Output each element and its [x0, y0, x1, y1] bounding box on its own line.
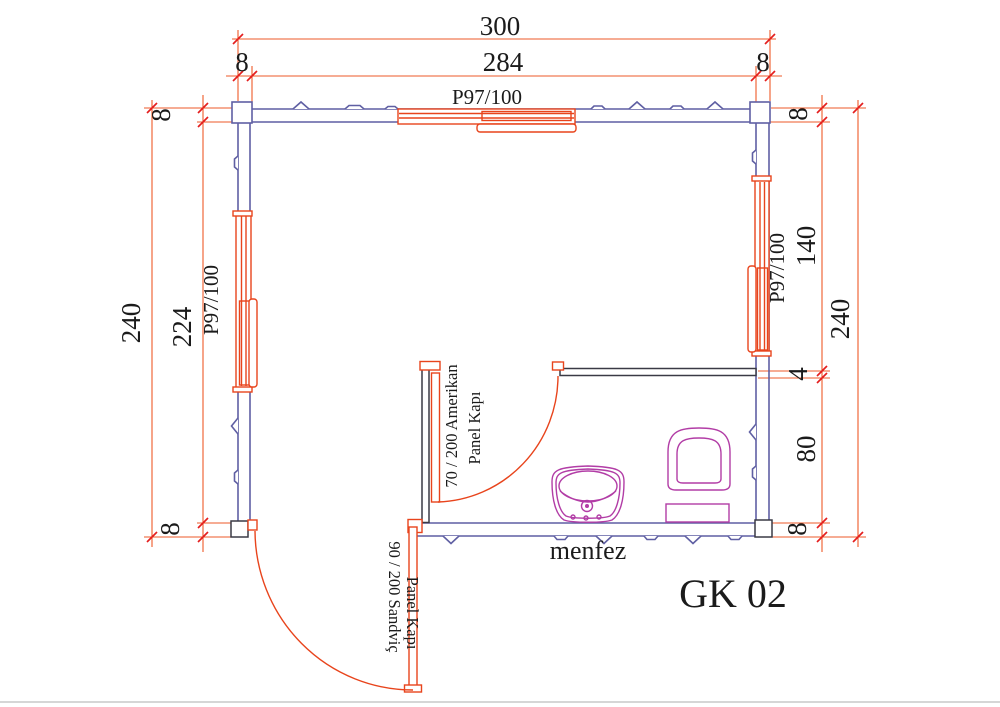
corner-post-bottom-right [754, 519, 773, 538]
window-top-label: P97/100 [452, 85, 522, 109]
window-left-label: P97/100 [199, 265, 223, 335]
dim-right-bathroom: 80 [791, 436, 821, 463]
dim-right-bottom-wall: 8 [782, 522, 812, 536]
interior-door-label-line1: 70 / 200 Amerikan [442, 364, 461, 487]
exterior-walls [230, 100, 773, 545]
dim-left-clear-span: 224 [167, 306, 197, 347]
dim-left-bottom-wall: 8 [155, 522, 185, 536]
window-right-label: P97/100 [765, 233, 789, 303]
exterior-door-strike-jamb [247, 519, 258, 531]
corner-post-top-left [231, 101, 253, 124]
toilet-bowl [667, 427, 731, 491]
exterior-door-label-line2: Panel Kapı [403, 577, 422, 650]
interior-door-label-line2: Panel Kapı [465, 391, 484, 464]
window-top: P97/100 [397, 85, 577, 133]
dim-top-overall: 300 [480, 11, 521, 41]
exterior-door-label-line1: 90 / 200 Sandviç [385, 541, 404, 652]
window-left: P97/100 [199, 210, 258, 393]
interior-partition [421, 367, 757, 524]
interior-door-leaf [430, 372, 441, 503]
interior-door-strike-jamb [551, 361, 565, 371]
dim-right-partition: 4 [783, 367, 813, 381]
dimension-lines-top: 300 8 284 8 [226, 11, 782, 107]
dim-top-left-wall: 8 [235, 47, 249, 77]
dimension-lines-left: 240 8 224 8 [116, 95, 249, 552]
dim-right-overall: 240 [825, 299, 855, 340]
dim-right-top-wall: 8 [783, 107, 813, 121]
dim-right-main-room: 140 [791, 226, 821, 267]
exterior-door-swing-arc [254, 530, 414, 691]
dim-left-top-wall: 8 [146, 108, 176, 122]
bottom-wall [414, 522, 755, 545]
toilet [665, 427, 731, 523]
window-right: P97/100 [747, 175, 789, 357]
dimension-lines-right: 8 140 4 80 8 240 [758, 95, 866, 552]
dim-top-clear-span: 284 [483, 47, 524, 77]
interior-door-hinge-jamb [419, 360, 441, 371]
corner-post-bottom-left [230, 520, 249, 538]
bathroom-fixtures [551, 427, 731, 523]
partition-wall-vertical [421, 367, 430, 524]
partition-wall-horizontal [559, 367, 757, 377]
windows: P97/100 P97/100 P97/100 [199, 85, 789, 393]
sink-faucet [580, 499, 594, 513]
vent-label: menfez [550, 536, 627, 565]
drawing-code: GK 02 [679, 571, 787, 616]
exterior-door-leaf-cap [403, 684, 423, 693]
toilet-cistern [665, 503, 730, 523]
sink [551, 465, 625, 523]
dim-top-right-wall: 8 [756, 47, 770, 77]
dim-left-overall: 240 [116, 303, 146, 344]
corner-post-top-right [749, 101, 771, 124]
exterior-door: 90 / 200 Sandviç Panel Kapı [247, 518, 423, 693]
interior-door-swing-arc [437, 375, 559, 503]
interior-door: 70 / 200 Amerikan Panel Kapı [419, 360, 565, 503]
